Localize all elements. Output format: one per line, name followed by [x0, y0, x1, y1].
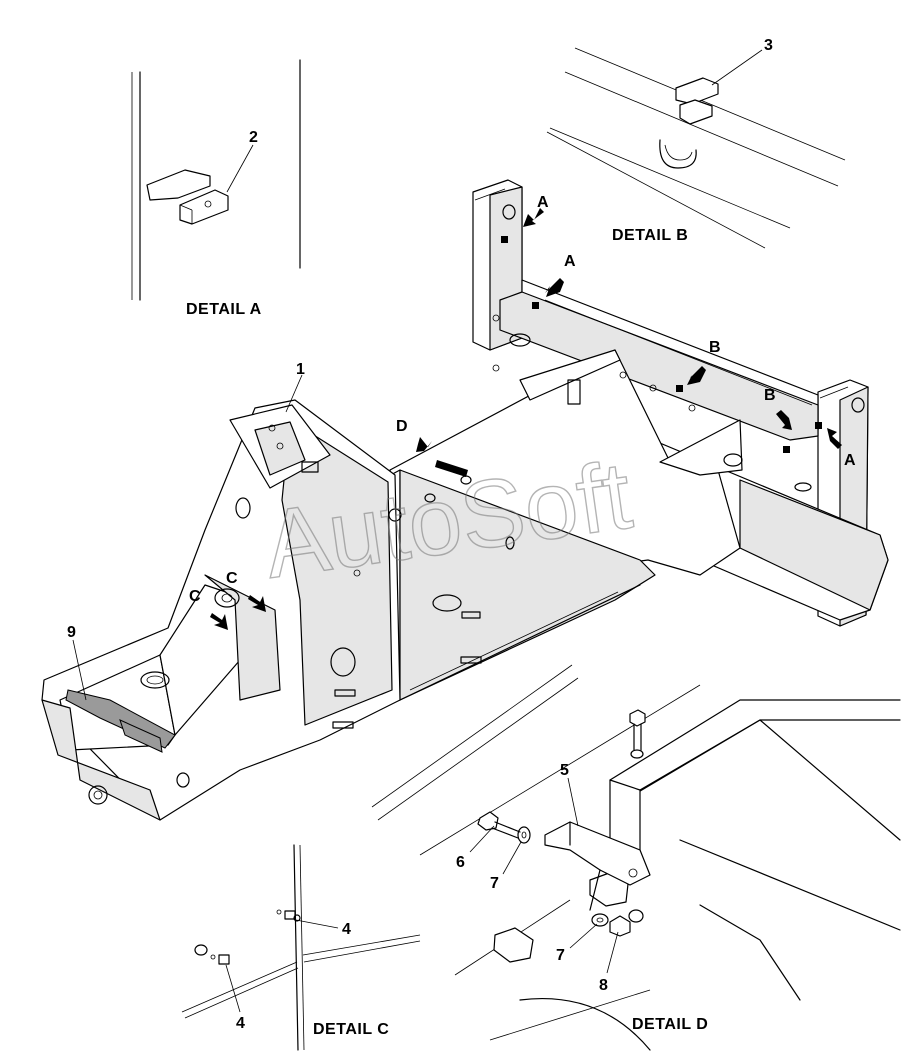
view-arrow-c-2 — [248, 595, 266, 612]
view-marker-c-1: C — [226, 570, 238, 587]
leader-4-lower — [225, 964, 241, 1013]
leader-7-lower — [569, 923, 598, 949]
view-marker-a-1: A — [537, 194, 549, 211]
leader-4-upper — [295, 919, 339, 929]
view-arrow-a-1 — [523, 208, 544, 227]
pad-part-9 — [65, 689, 176, 753]
leader-6 — [469, 825, 495, 853]
bolt-part-4-lower — [194, 944, 230, 965]
leader-5 — [567, 777, 579, 827]
callout-4-lower: 4 — [236, 1015, 245, 1032]
bracket-part-5 — [544, 821, 651, 911]
detail-d-label: DETAIL D — [632, 1016, 708, 1033]
view-marker-b-1: B — [709, 339, 721, 356]
view-arrow-b-2 — [776, 410, 792, 430]
leader-1 — [285, 374, 303, 413]
nut-part-8 — [609, 909, 644, 937]
detail-a-label: DETAIL A — [186, 301, 262, 318]
clip-part-3 — [659, 77, 719, 169]
leader-8 — [606, 931, 619, 974]
detail-d-view — [371, 664, 901, 1051]
bolt-part-6 — [477, 811, 521, 839]
view-marker-c-2: C — [189, 588, 201, 605]
leader-3 — [711, 49, 763, 86]
callout-7-lower: 7 — [556, 947, 565, 964]
view-arrow-d — [416, 437, 468, 477]
detail-c-label: DETAIL C — [313, 1021, 389, 1038]
view-marker-a-3: A — [844, 452, 856, 469]
leader-9 — [72, 639, 87, 701]
washer-part-7-lower — [591, 913, 609, 927]
washer-part-7-upper — [517, 826, 531, 844]
callout-1: 1 — [296, 361, 305, 378]
detail-c-view — [181, 844, 421, 1051]
callout-4-upper: 4 — [342, 921, 351, 938]
bolt-vertical — [629, 709, 646, 759]
view-arrow-b-1 — [687, 366, 706, 385]
main-frame — [41, 179, 889, 821]
callout-8: 8 — [599, 977, 608, 994]
view-marker-d: D — [396, 418, 408, 435]
leader-7-upper — [502, 841, 522, 875]
callout-7-upper: 7 — [490, 875, 499, 892]
clip-part-2 — [146, 169, 229, 225]
view-arrow-a-2 — [545, 278, 564, 297]
bolt-part-4-upper — [276, 909, 301, 922]
view-arrow-c-1 — [210, 613, 228, 630]
view-arrow-a-3 — [827, 428, 842, 449]
detail-b-label: DETAIL B — [612, 227, 688, 244]
view-marker-a-2: A — [564, 253, 576, 270]
view-marker-b-2: B — [764, 387, 776, 404]
callout-9: 9 — [67, 624, 76, 641]
detail-a-view — [131, 59, 301, 301]
callout-5: 5 — [560, 762, 569, 779]
leader-2 — [226, 144, 254, 193]
callout-6: 6 — [456, 854, 465, 871]
callout-3: 3 — [764, 37, 773, 54]
callout-2: 2 — [249, 129, 258, 146]
detail-b-view — [546, 47, 846, 249]
